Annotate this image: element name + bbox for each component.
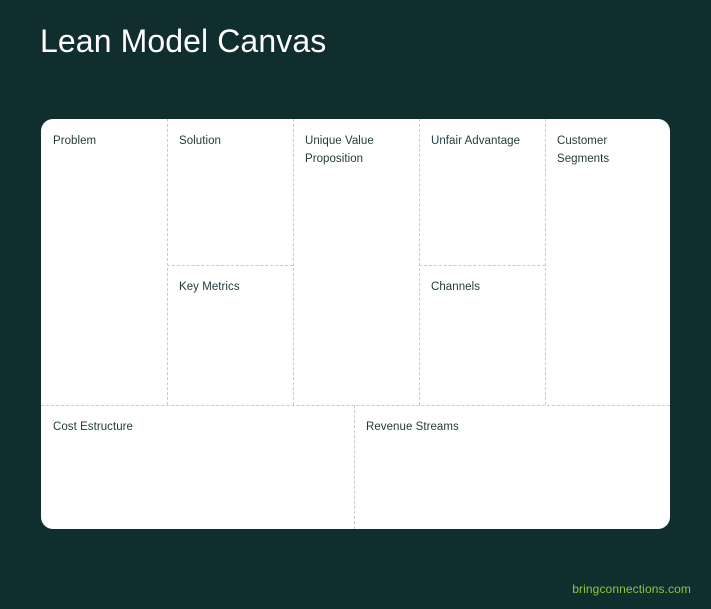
canvas-cell-key-metrics[interactable]: Key Metrics <box>167 265 293 405</box>
canvas-cell-label-problem: Problem <box>53 135 97 147</box>
canvas-divider-horizontal-bottom-row <box>41 405 670 406</box>
canvas-cell-unfair-advantage[interactable]: Unfair Advantage <box>419 119 545 265</box>
canvas-divider-vertical-4 <box>545 119 546 405</box>
canvas-divider-horizontal-unfair-channels <box>419 265 545 266</box>
canvas-cell-customer-segments[interactable]: Customer Segments <box>545 119 670 405</box>
canvas-cell-label-revenue-streams: Revenue Streams <box>366 421 459 433</box>
canvas-cell-channels[interactable]: Channels <box>419 265 545 405</box>
canvas-cell-revenue-streams[interactable]: Revenue Streams <box>354 405 670 529</box>
canvas-divider-vertical-bottom <box>354 405 355 529</box>
canvas-divider-vertical-3 <box>419 119 420 405</box>
canvas-cell-label-customer-segments: Customer Segments <box>557 135 610 165</box>
canvas-cell-label-channels: Channels <box>431 281 480 293</box>
lean-model-canvas: Problem Solution Key Metrics Unique Valu… <box>41 119 670 529</box>
canvas-cell-label-unique-value-proposition: Unique Value Proposition <box>305 135 374 165</box>
footer-website-link[interactable]: bringconnections.com <box>572 582 691 596</box>
canvas-cell-cost-estructure[interactable]: Cost Estructure <box>41 405 354 529</box>
canvas-cell-label-unfair-advantage: Unfair Advantage <box>431 135 521 147</box>
canvas-divider-vertical-2 <box>293 119 294 405</box>
canvas-divider-horizontal-solution-key-metrics <box>167 265 293 266</box>
canvas-cell-problem[interactable]: Problem <box>41 119 167 405</box>
canvas-cell-label-solution: Solution <box>179 135 221 147</box>
page-title: Lean Model Canvas <box>40 23 327 59</box>
canvas-cell-label-key-metrics: Key Metrics <box>179 281 240 293</box>
canvas-divider-vertical-1 <box>167 119 168 405</box>
canvas-cell-label-cost-estructure: Cost Estructure <box>53 421 133 433</box>
canvas-cell-unique-value-proposition[interactable]: Unique Value Proposition <box>293 119 419 405</box>
canvas-cell-solution[interactable]: Solution <box>167 119 293 265</box>
